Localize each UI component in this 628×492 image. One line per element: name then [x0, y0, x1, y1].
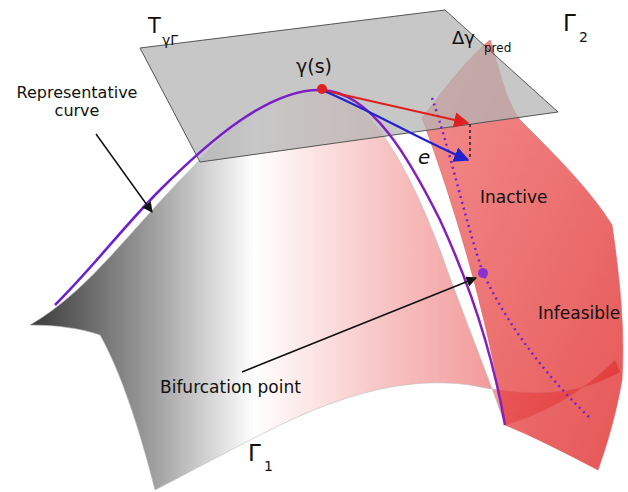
predictor-symbol: Δγ	[452, 28, 475, 49]
curve-label: Representative curve	[2, 84, 152, 121]
plane-subscript: γΓ	[162, 32, 178, 48]
surface-symbol: Γ	[248, 440, 261, 466]
surface-subscript: 2	[579, 29, 588, 45]
predictor-subscript: pred	[484, 42, 511, 56]
point-callout: Bifurcation point	[160, 378, 301, 398]
error-label: e	[418, 146, 430, 169]
point-label: γ(s)	[296, 56, 332, 78]
surface-symbol: Γ	[563, 10, 576, 36]
region-label: Inactive	[480, 188, 547, 208]
surface-subscript: 1	[264, 458, 273, 474]
region-label: Infeasible	[538, 304, 620, 324]
plane-symbol: T	[148, 14, 161, 38]
